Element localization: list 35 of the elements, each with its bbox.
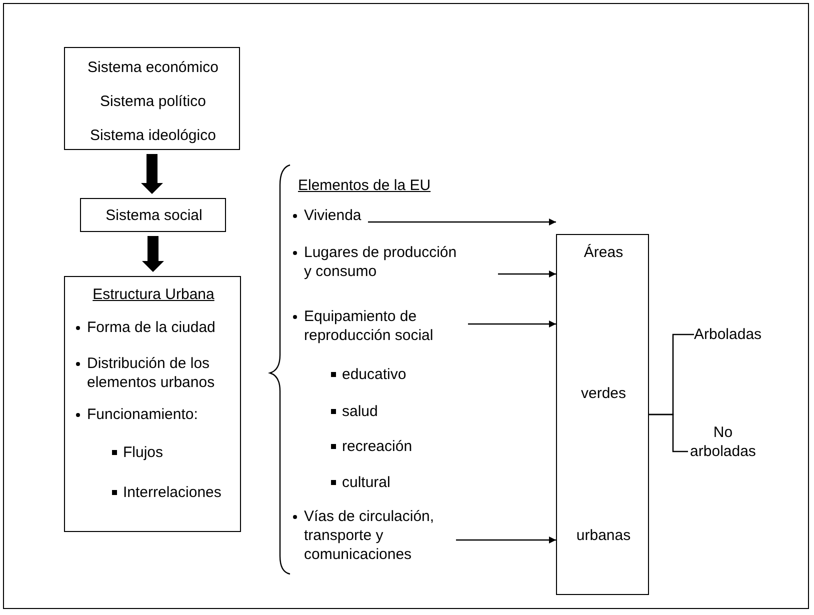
list-item-text: Funcionamiento: <box>75 405 198 424</box>
list-item-text: cultural <box>342 473 390 492</box>
process-box <box>64 47 240 150</box>
list-item-text: Equipamiento de reproducción social <box>292 307 464 345</box>
heading-text: Estructura Urbana <box>92 285 216 304</box>
node-text: Áreas <box>582 243 624 262</box>
arrow <box>498 270 556 278</box>
node-text: verdes <box>580 384 628 403</box>
list-item-text: Vías de circulación, transporte y comunicaciones <box>292 507 452 564</box>
list-item-text: Vivienda <box>292 206 362 225</box>
process-box <box>80 198 226 232</box>
block-arrow <box>142 236 164 272</box>
heading-text: Elementos de la EU <box>298 176 431 195</box>
node-text: Arboladas <box>694 325 763 344</box>
connector-line <box>649 414 688 452</box>
list-item-text: Forma de la ciudad <box>75 318 216 337</box>
block-arrow <box>141 154 163 194</box>
list-item-text: recreación <box>342 437 412 456</box>
list-item-text: Distribución de los elementos urbanos <box>75 354 240 392</box>
process-box <box>64 276 241 532</box>
node-text: Sistema político <box>99 92 207 111</box>
arrow <box>368 218 556 226</box>
node-text: Sistema ideológico <box>89 126 217 145</box>
process-box <box>556 234 649 595</box>
node-text: Sistema económico <box>86 58 220 77</box>
list-item-text: Interrelaciones <box>111 483 222 502</box>
arrow <box>456 536 556 544</box>
list-item-text: educativo <box>342 365 406 384</box>
list-item-text: Flujos <box>111 443 164 462</box>
node-text: Sistema social <box>104 206 204 225</box>
list-item-text: Lugares de producción y consumo <box>292 243 466 281</box>
list-item-text: salud <box>342 402 378 421</box>
node-text: No arboladas <box>689 423 757 461</box>
arrow <box>468 320 556 328</box>
node-text: urbanas <box>575 526 632 545</box>
